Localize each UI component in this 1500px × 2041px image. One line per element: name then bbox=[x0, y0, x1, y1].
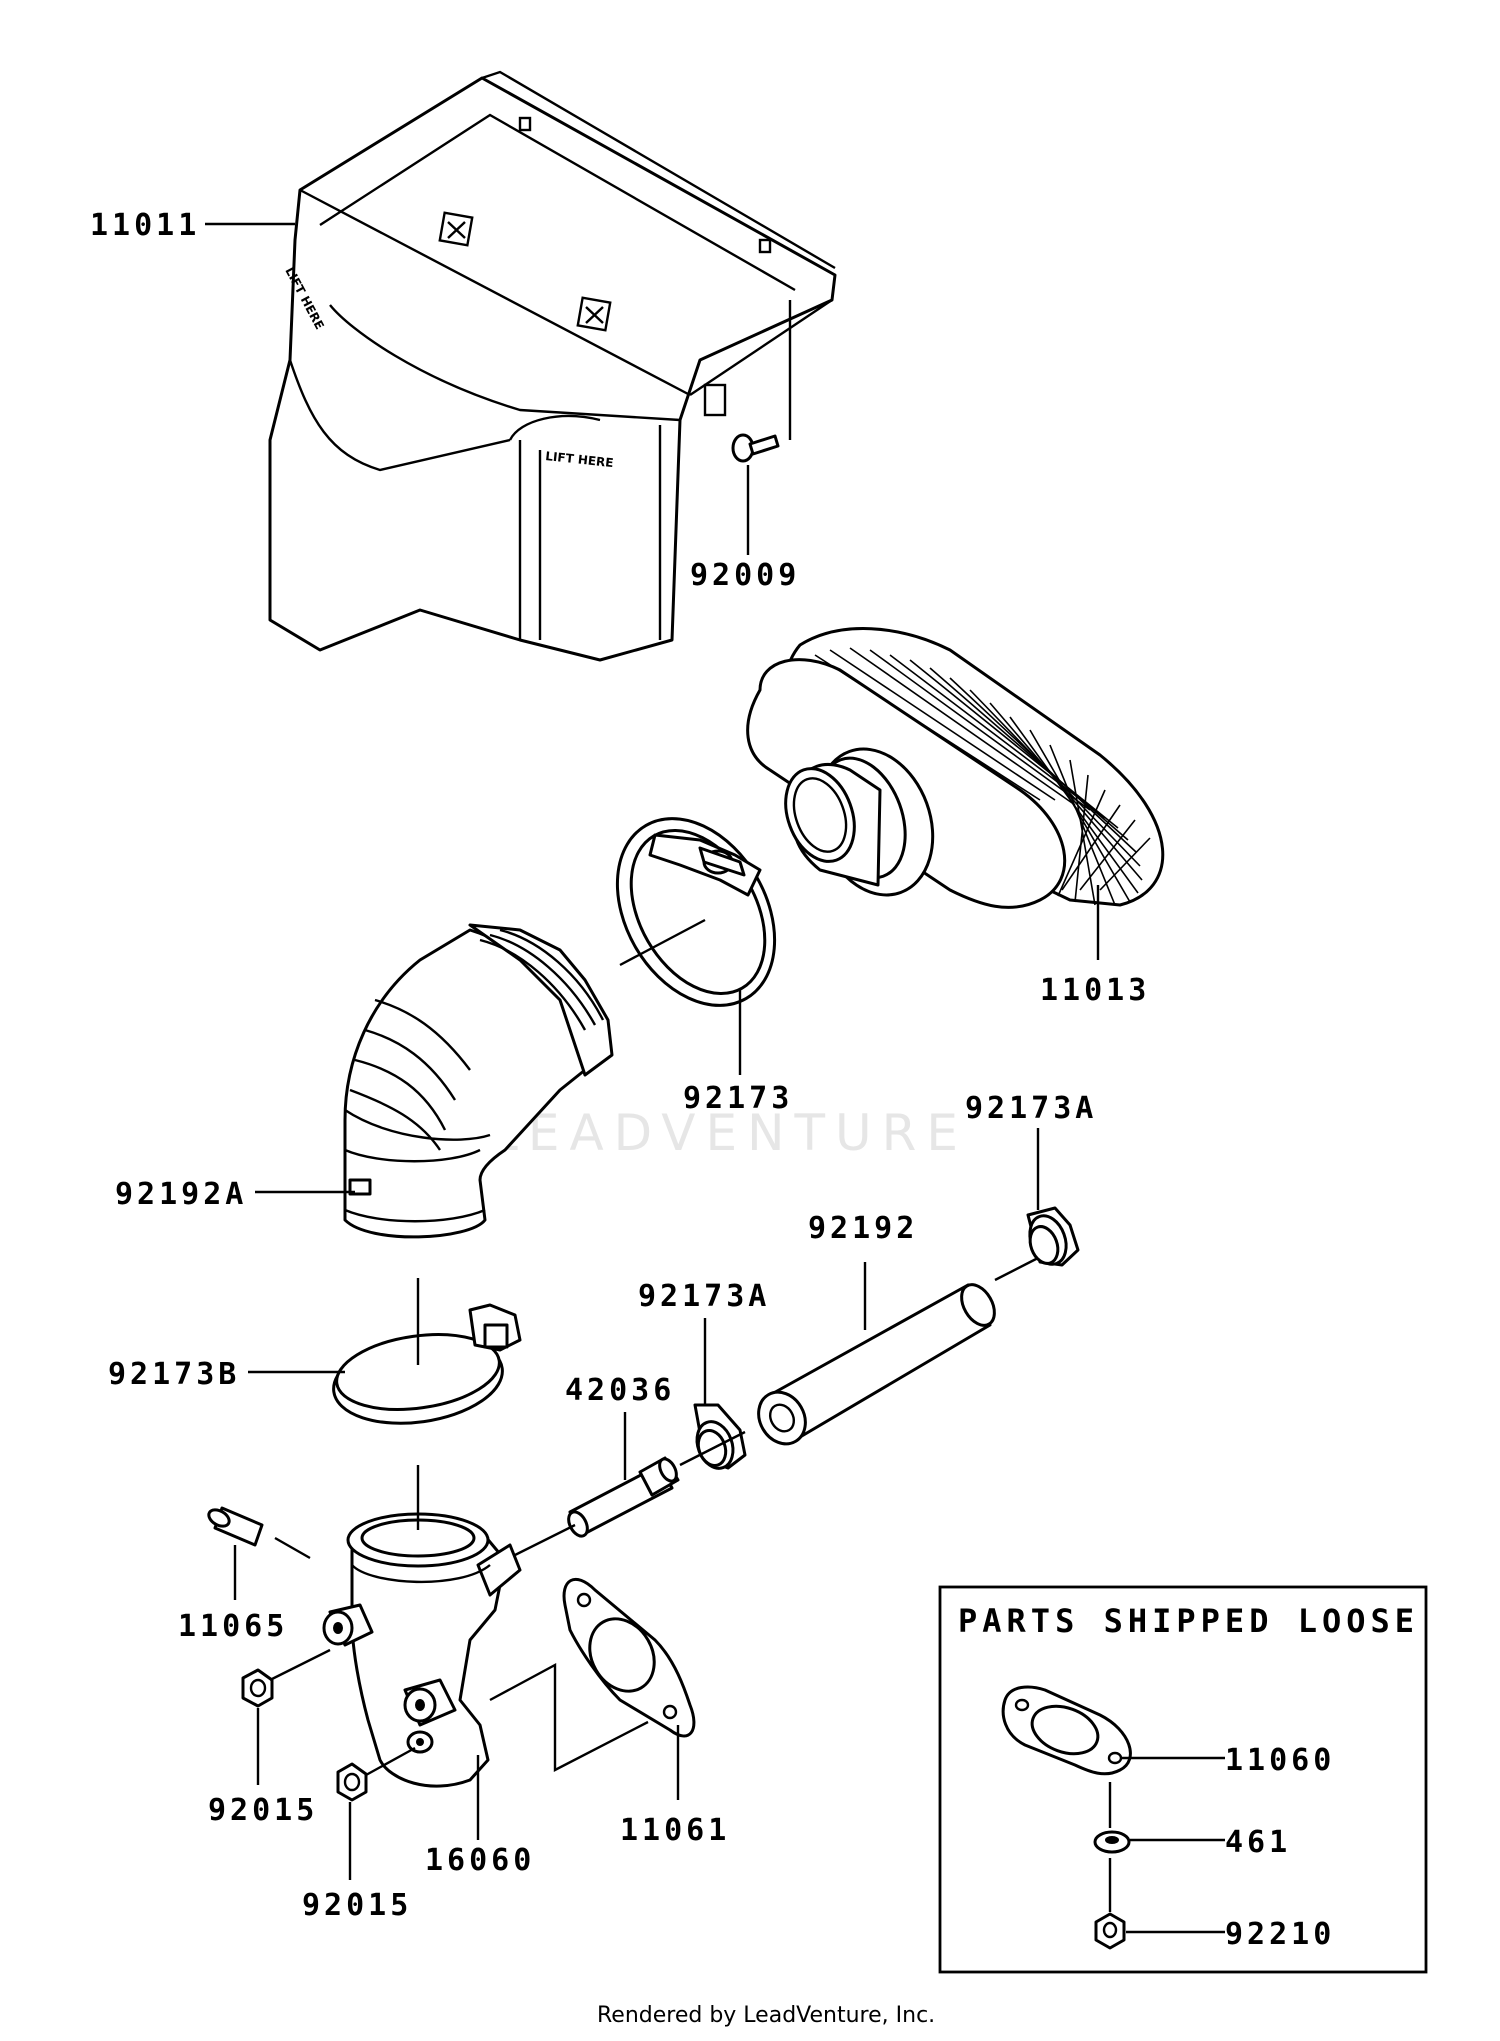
leader-line bbox=[619, 918, 706, 967]
parts-shipped-loose-box: PARTS SHIPPED LOOSE 11060 461 92210 bbox=[938, 1585, 1428, 1974]
hose-clamp-92173A bbox=[1026, 1206, 1080, 1267]
part-label-92173A: 92173A bbox=[965, 1091, 1097, 1126]
dowel-pin-11065 bbox=[207, 1506, 264, 1547]
part-label-11013: 11013 bbox=[1040, 973, 1150, 1008]
part-label-11061: 11061 bbox=[620, 1813, 730, 1848]
part-label-92173B: 92173B bbox=[108, 1357, 240, 1392]
leader-line bbox=[504, 1523, 576, 1562]
part-label-42036: 42036 bbox=[565, 1373, 675, 1408]
hose-clamp-92173B bbox=[332, 1303, 522, 1425]
leader-line bbox=[274, 1536, 311, 1560]
part-label-11065: 11065 bbox=[178, 1609, 288, 1644]
part-label-11011: 11011 bbox=[90, 208, 200, 243]
part-label-92173: 92173 bbox=[683, 1081, 793, 1116]
leader-line bbox=[679, 1430, 746, 1467]
breather-hose-92192 bbox=[757, 1283, 996, 1446]
elbow-hose-92192A bbox=[343, 923, 614, 1239]
watermark-text: LEADVENTURE bbox=[490, 1104, 968, 1162]
nut-92210 bbox=[1094, 1912, 1126, 1950]
part-label-92192A: 92192A bbox=[115, 1177, 247, 1212]
hose-clamp-92173A bbox=[693, 1403, 747, 1470]
air-filter-element bbox=[746, 627, 1165, 909]
screw-92009 bbox=[731, 433, 780, 463]
leader-line bbox=[994, 1256, 1039, 1282]
part-label-92015: 92015 bbox=[208, 1793, 318, 1828]
part-label-11060: 11060 bbox=[1225, 1743, 1335, 1778]
nut-92015 bbox=[241, 1668, 274, 1708]
leader-line bbox=[489, 1662, 649, 1772]
air-cleaner-cover: LIFT HERE LIFT HERE bbox=[268, 70, 837, 662]
part-label-92015-b: 92015 bbox=[302, 1888, 412, 1923]
part-label-92173A-mid: 92173A bbox=[638, 1279, 770, 1314]
hose-clamp-92173 bbox=[615, 817, 777, 1007]
fitting-42036 bbox=[567, 1456, 680, 1538]
part-label-92210: 92210 bbox=[1225, 1917, 1335, 1952]
gasket-11061 bbox=[562, 1577, 696, 1738]
part-label-461: 461 bbox=[1225, 1825, 1291, 1860]
washer-461 bbox=[1093, 1830, 1131, 1854]
part-label-92192: 92192 bbox=[808, 1211, 918, 1246]
loose-box-title: PARTS SHIPPED LOOSE bbox=[958, 1602, 1419, 1640]
intake-elbow-16060 bbox=[322, 1512, 522, 1788]
nut-92015 bbox=[336, 1762, 368, 1802]
part-label-16060: 16060 bbox=[425, 1843, 535, 1878]
gasket-11060 bbox=[1001, 1685, 1132, 1776]
leader-line bbox=[269, 1648, 331, 1682]
part-label-92009: 92009 bbox=[690, 558, 800, 593]
footer-credit: Rendered by LeadVenture, Inc. bbox=[597, 2003, 935, 2028]
leader-line bbox=[365, 1746, 416, 1777]
